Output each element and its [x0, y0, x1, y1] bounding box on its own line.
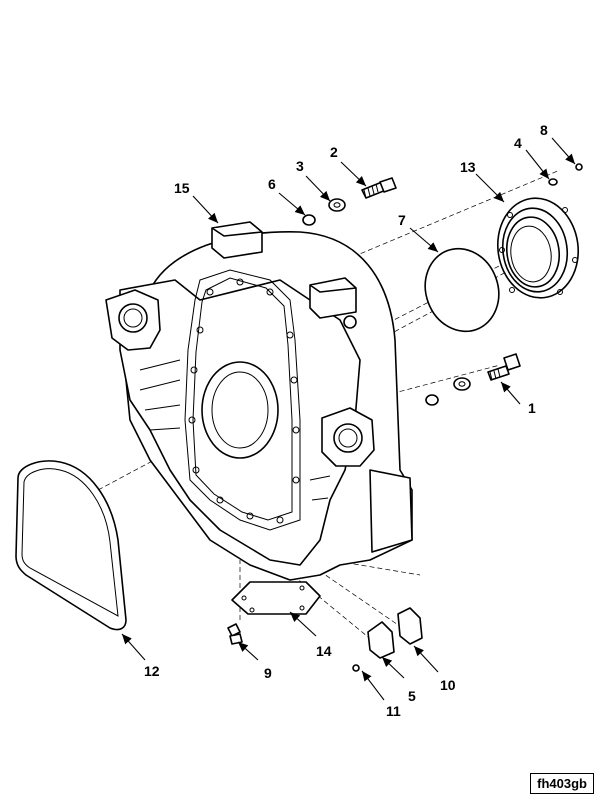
washer-lower — [453, 377, 471, 391]
o-ring-lower — [425, 394, 439, 406]
cover-small-left — [367, 621, 395, 659]
callout-7: 7 — [398, 212, 406, 228]
callout-1: 1 — [528, 400, 536, 416]
o-ring-upper — [302, 214, 316, 226]
access-cover-plate — [231, 581, 321, 615]
callout-14: 14 — [316, 643, 332, 659]
callout-13: 13 — [460, 159, 476, 175]
cover-small-right — [397, 607, 423, 645]
callout-labels: 1 2 3 4 5 6 7 8 9 10 11 12 13 14 15 — [144, 122, 548, 719]
callout-11: 11 — [386, 703, 401, 719]
leader-lines — [121, 137, 576, 701]
rear-cover-gasket — [15, 460, 127, 631]
washer-small — [548, 178, 558, 186]
callout-8: 8 — [540, 122, 548, 138]
flywheel-housing — [105, 221, 413, 581]
seal-ring — [424, 247, 500, 333]
callout-10: 10 — [440, 677, 456, 693]
washer-upper — [328, 198, 346, 212]
screw-small — [575, 163, 583, 171]
callout-2: 2 — [330, 144, 338, 160]
callout-5: 5 — [408, 688, 416, 704]
cap-screw-lower — [487, 353, 521, 381]
callout-6: 6 — [268, 176, 276, 192]
callout-12: 12 — [144, 663, 160, 679]
rear-seal-housing — [496, 197, 580, 299]
cap-screw-upper — [361, 177, 397, 199]
callout-9: 9 — [264, 665, 272, 681]
figure-reference-code: fh403gb — [530, 773, 594, 794]
screw-tiny — [352, 664, 360, 672]
callout-15: 15 — [174, 180, 190, 196]
callout-4: 4 — [514, 135, 522, 151]
drain-plug — [227, 623, 243, 645]
callout-3: 3 — [296, 158, 304, 174]
